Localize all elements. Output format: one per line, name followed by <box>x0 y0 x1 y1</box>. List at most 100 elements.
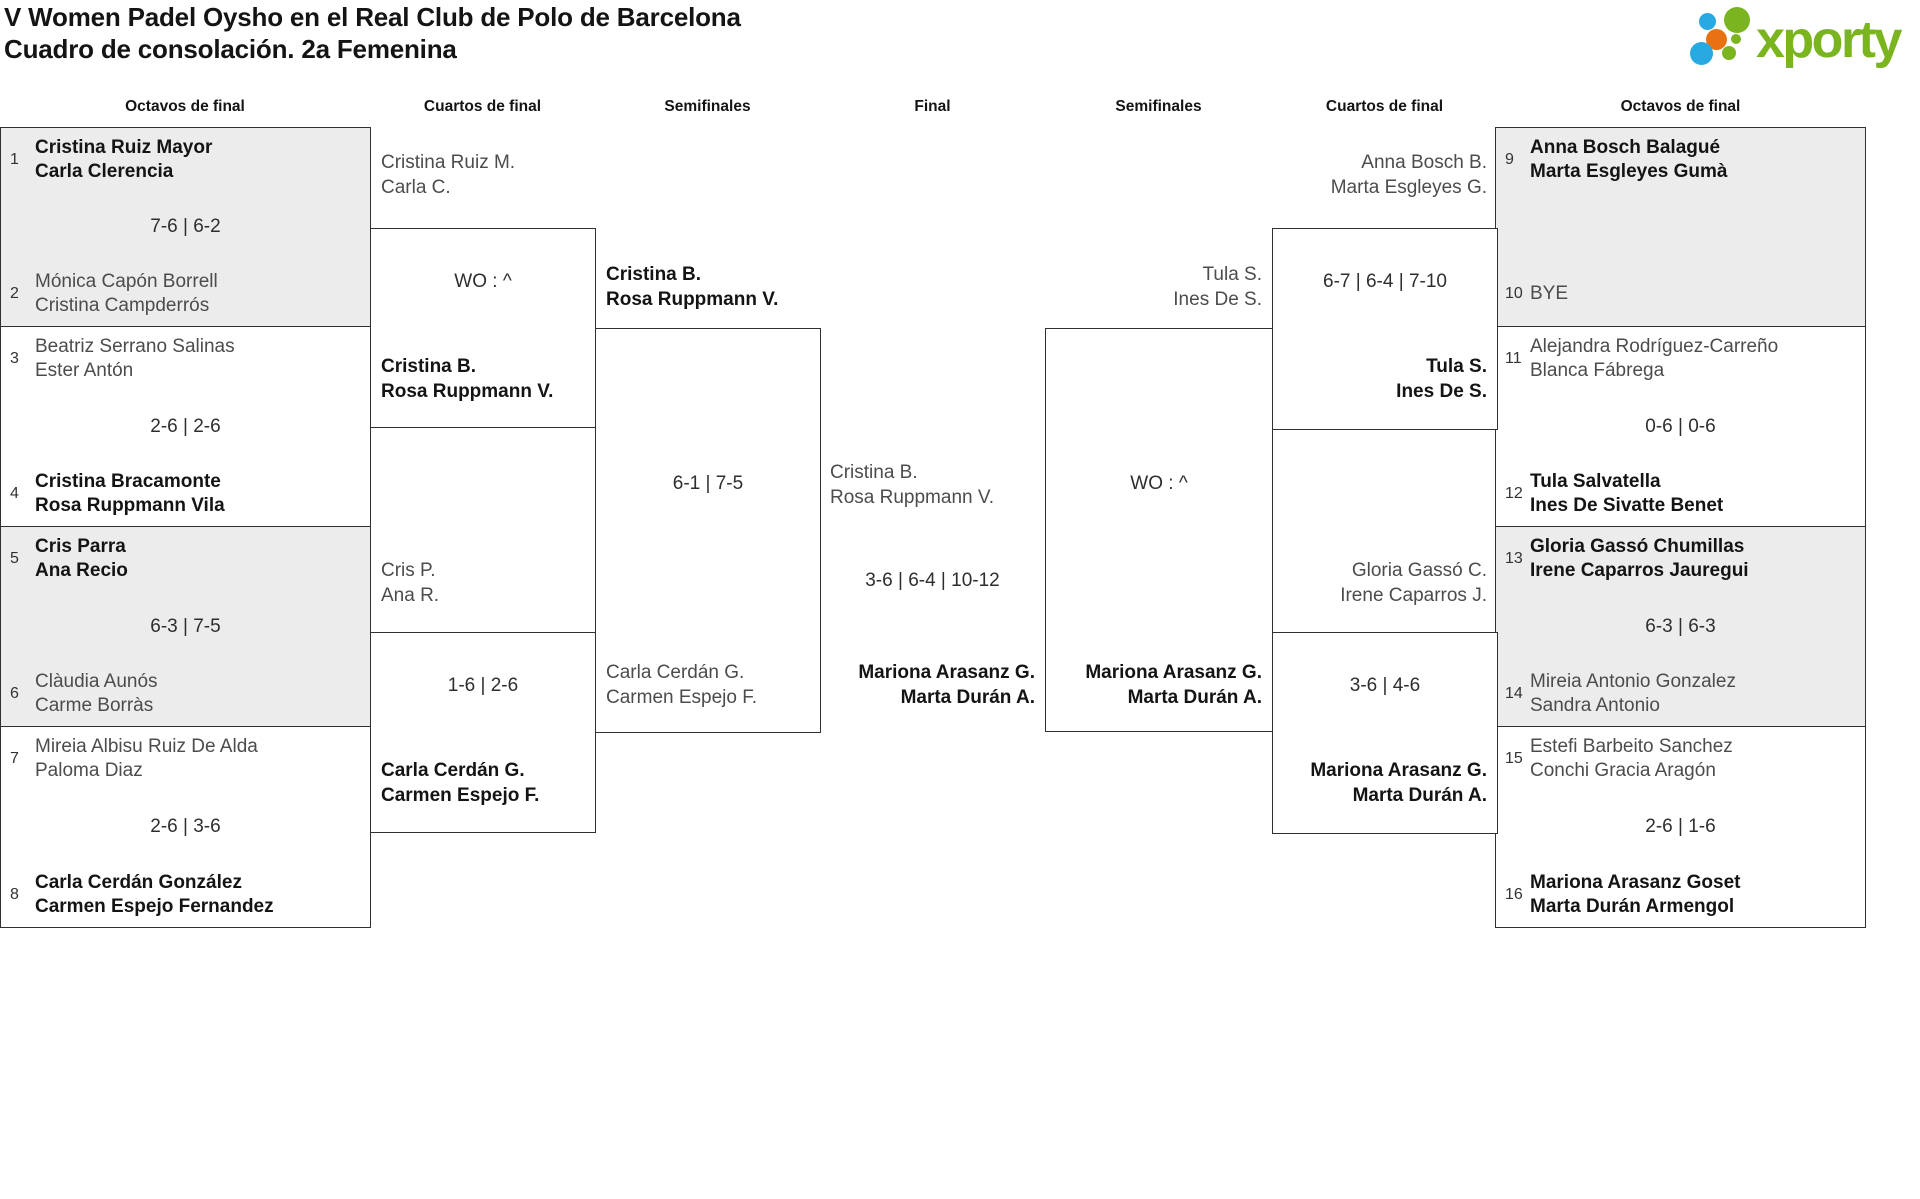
logo-dot-green-tiny-icon <box>1731 34 1741 44</box>
logo-dot-green-large-icon <box>1724 7 1750 33</box>
sf-right-top-team: Tula S. Ines De S. <box>1045 262 1262 312</box>
player-name: Carmen Espejo F. <box>381 785 540 806</box>
team-row: 4 Cristina Bracamonte Rosa Ruppmann Vila <box>1 470 370 518</box>
team-row: 16 Mariona Arasanz Goset Marta Durán Arm… <box>1496 871 1865 919</box>
player-name: Cris Parra <box>35 536 126 557</box>
player-name: Cristina Bracamonte <box>35 471 221 492</box>
round-header-sf-left: Semifinales <box>664 98 751 115</box>
player-name: Tula Salvatella <box>1530 471 1661 492</box>
team-name: Cristina Ruiz Mayor Carla Clerencia <box>35 136 212 184</box>
player-name: Mariona Arasanz G. <box>858 662 1035 683</box>
match-box-r16-7: 13 Gloria Gassó Chumillas Irene Caparros… <box>1495 526 1866 727</box>
seed-number: 1 <box>10 151 19 168</box>
team-row: 9 Anna Bosch Balagué Marta Esgleyes Gumà <box>1496 136 1865 184</box>
match-score: 7-6 | 6-2 <box>150 216 221 237</box>
player-name: Tula S. <box>1202 264 1263 285</box>
team-row: 3 Beatriz Serrano Salinas Ester Antón <box>1 335 370 383</box>
seed-number: 16 <box>1505 886 1523 903</box>
match-box-sf-left: 6-1 | 7-5 <box>595 328 821 733</box>
player-name: Cristina Ruiz M. <box>381 152 516 173</box>
match-score: WO : ^ <box>454 271 512 292</box>
final-score: 3-6 | 6-4 | 10-12 <box>865 570 1000 591</box>
seed-number: 9 <box>1505 151 1514 168</box>
team-row: 11 Alejandra Rodríguez-Carreño Blanca Fá… <box>1496 335 1865 383</box>
team-row: 5 Cris Parra Ana Recio <box>1 535 370 583</box>
seed-number: 5 <box>10 550 19 567</box>
team-row: 8 Carla Cerdán González Carmen Espejo Fe… <box>1 871 370 919</box>
player-name: Ines De S. <box>1173 289 1262 310</box>
player-name: Gloria Gassó C. <box>1351 560 1487 581</box>
qf-left-1-top-team: Cristina Ruiz M. Carla C. <box>381 150 515 200</box>
player-name: Mariona Arasanz G. <box>1085 662 1262 683</box>
player-name: Marta Esgleyes Gumà <box>1530 161 1728 182</box>
match-score: 2-6 | 1-6 <box>1645 816 1716 837</box>
player-name: Cristina B. <box>830 462 918 483</box>
match-score: 6-1 | 7-5 <box>672 473 744 494</box>
match-box-qf-right-1: 6-7 | 6-4 | 7-10 <box>1272 228 1498 430</box>
match-box-qf-right-2: 3-6 | 4-6 <box>1272 632 1498 834</box>
seed-number: 8 <box>10 886 19 903</box>
player-name: Rosa Ruppmann Vila <box>35 495 225 516</box>
player-name: Anna Bosch B. <box>1361 152 1487 173</box>
match-box-r16-4: 7 Mireia Albisu Ruiz De Alda Paloma Diaz… <box>0 726 371 928</box>
match-box-r16-6: 11 Alejandra Rodríguez-Carreño Blanca Fá… <box>1495 326 1866 527</box>
team-name: BYE <box>1530 282 1568 306</box>
player-name: Marta Durán A. <box>900 687 1035 708</box>
team-name: Clàudia Aunós Carme Borràs <box>35 670 158 718</box>
match-score: 2-6 | 3-6 <box>150 816 221 837</box>
player-name: Mireia Albisu Ruiz De Alda <box>35 736 258 757</box>
team-name: Cris Parra Ana Recio <box>35 535 128 583</box>
player-name: Marta Durán A. <box>1127 687 1262 708</box>
player-name: Cristina Campderrós <box>35 295 210 316</box>
player-name: Irene Caparros J. <box>1340 585 1487 606</box>
qf-right-1-bottom-team: Tula S. Ines De S. <box>1272 354 1487 404</box>
player-name: Mariona Arasanz Goset <box>1530 872 1741 893</box>
player-name: Irene Caparros Jauregui <box>1530 560 1749 581</box>
player-name: Ines De Sivatte Benet <box>1530 495 1724 516</box>
logo-dot-green-small-icon <box>1722 46 1736 60</box>
player-name: Tula S. <box>1426 356 1487 377</box>
player-name: Ana Recio <box>35 560 128 581</box>
team-row: 13 Gloria Gassó Chumillas Irene Caparros… <box>1496 535 1865 583</box>
round-header-sf-right: Semifinales <box>1115 98 1202 115</box>
player-name: Paloma Diaz <box>35 760 143 781</box>
match-score: 6-7 | 6-4 | 7-10 <box>1323 271 1447 292</box>
team-row: 1 Cristina Ruiz Mayor Carla Clerencia <box>1 136 370 184</box>
team-name: Carla Cerdán González Carmen Espejo Fern… <box>35 871 274 919</box>
round-header-final: Final <box>914 98 951 115</box>
match-score: 0-6 | 0-6 <box>1645 415 1716 437</box>
team-name: Mariona Arasanz Goset Marta Durán Armeng… <box>1530 871 1740 919</box>
team-row: 10 BYE <box>1496 270 1865 318</box>
match-box-r16-3: 5 Cris Parra Ana Recio 6-3 | 7-5 6 Clàud… <box>0 526 371 727</box>
round-header-r16-right: Octavos de final <box>1620 98 1741 115</box>
player-name: Carla C. <box>381 177 451 198</box>
seed-number: 6 <box>10 685 19 702</box>
player-name: Carla Cerdán G. <box>606 662 745 683</box>
logo-dot-blue-large-icon <box>1690 42 1713 65</box>
player-name: Cristina B. <box>381 356 477 377</box>
match-score: 2-6 | 2-6 <box>150 415 221 437</box>
logo-dot-orange-icon <box>1706 29 1727 50</box>
team-name: Estefi Barbeito Sanchez Conchi Gracia Ar… <box>1530 735 1733 783</box>
page-subtitle: Cuadro de consolación. 2a Femenina <box>4 34 457 64</box>
player-name: Rosa Ruppmann V. <box>606 289 779 310</box>
match-score: 1-6 | 2-6 <box>447 675 519 696</box>
qf-right-2-bottom-team: Mariona Arasanz G. Marta Durán A. <box>1272 758 1487 808</box>
player-name: Carme Borràs <box>35 695 154 716</box>
seed-number: 12 <box>1505 485 1523 502</box>
team-row: 7 Mireia Albisu Ruiz De Alda Paloma Diaz <box>1 735 370 783</box>
final-bottom-team: Mariona Arasanz G. Marta Durán A. <box>820 660 1035 710</box>
player-name: Estefi Barbeito Sanchez <box>1530 736 1733 757</box>
match-score: 6-3 | 7-5 <box>150 615 221 637</box>
player-name: Carla Cerdán González <box>35 872 242 893</box>
player-name: Ines De S. <box>1396 381 1487 402</box>
seed-number: 11 <box>1505 350 1522 367</box>
player-name: Sandra Antonio <box>1530 695 1660 716</box>
sf-left-bottom-team: Carla Cerdán G. Carmen Espejo F. <box>606 660 757 710</box>
player-name: Blanca Fábrega <box>1530 360 1665 381</box>
match-box-r16-5: 9 Anna Bosch Balagué Marta Esgleyes Gumà… <box>1495 127 1866 327</box>
player-name: Cris P. <box>381 560 436 581</box>
match-score: WO : ^ <box>1130 473 1188 494</box>
team-name: Mireia Albisu Ruiz De Alda Paloma Diaz <box>35 735 258 783</box>
